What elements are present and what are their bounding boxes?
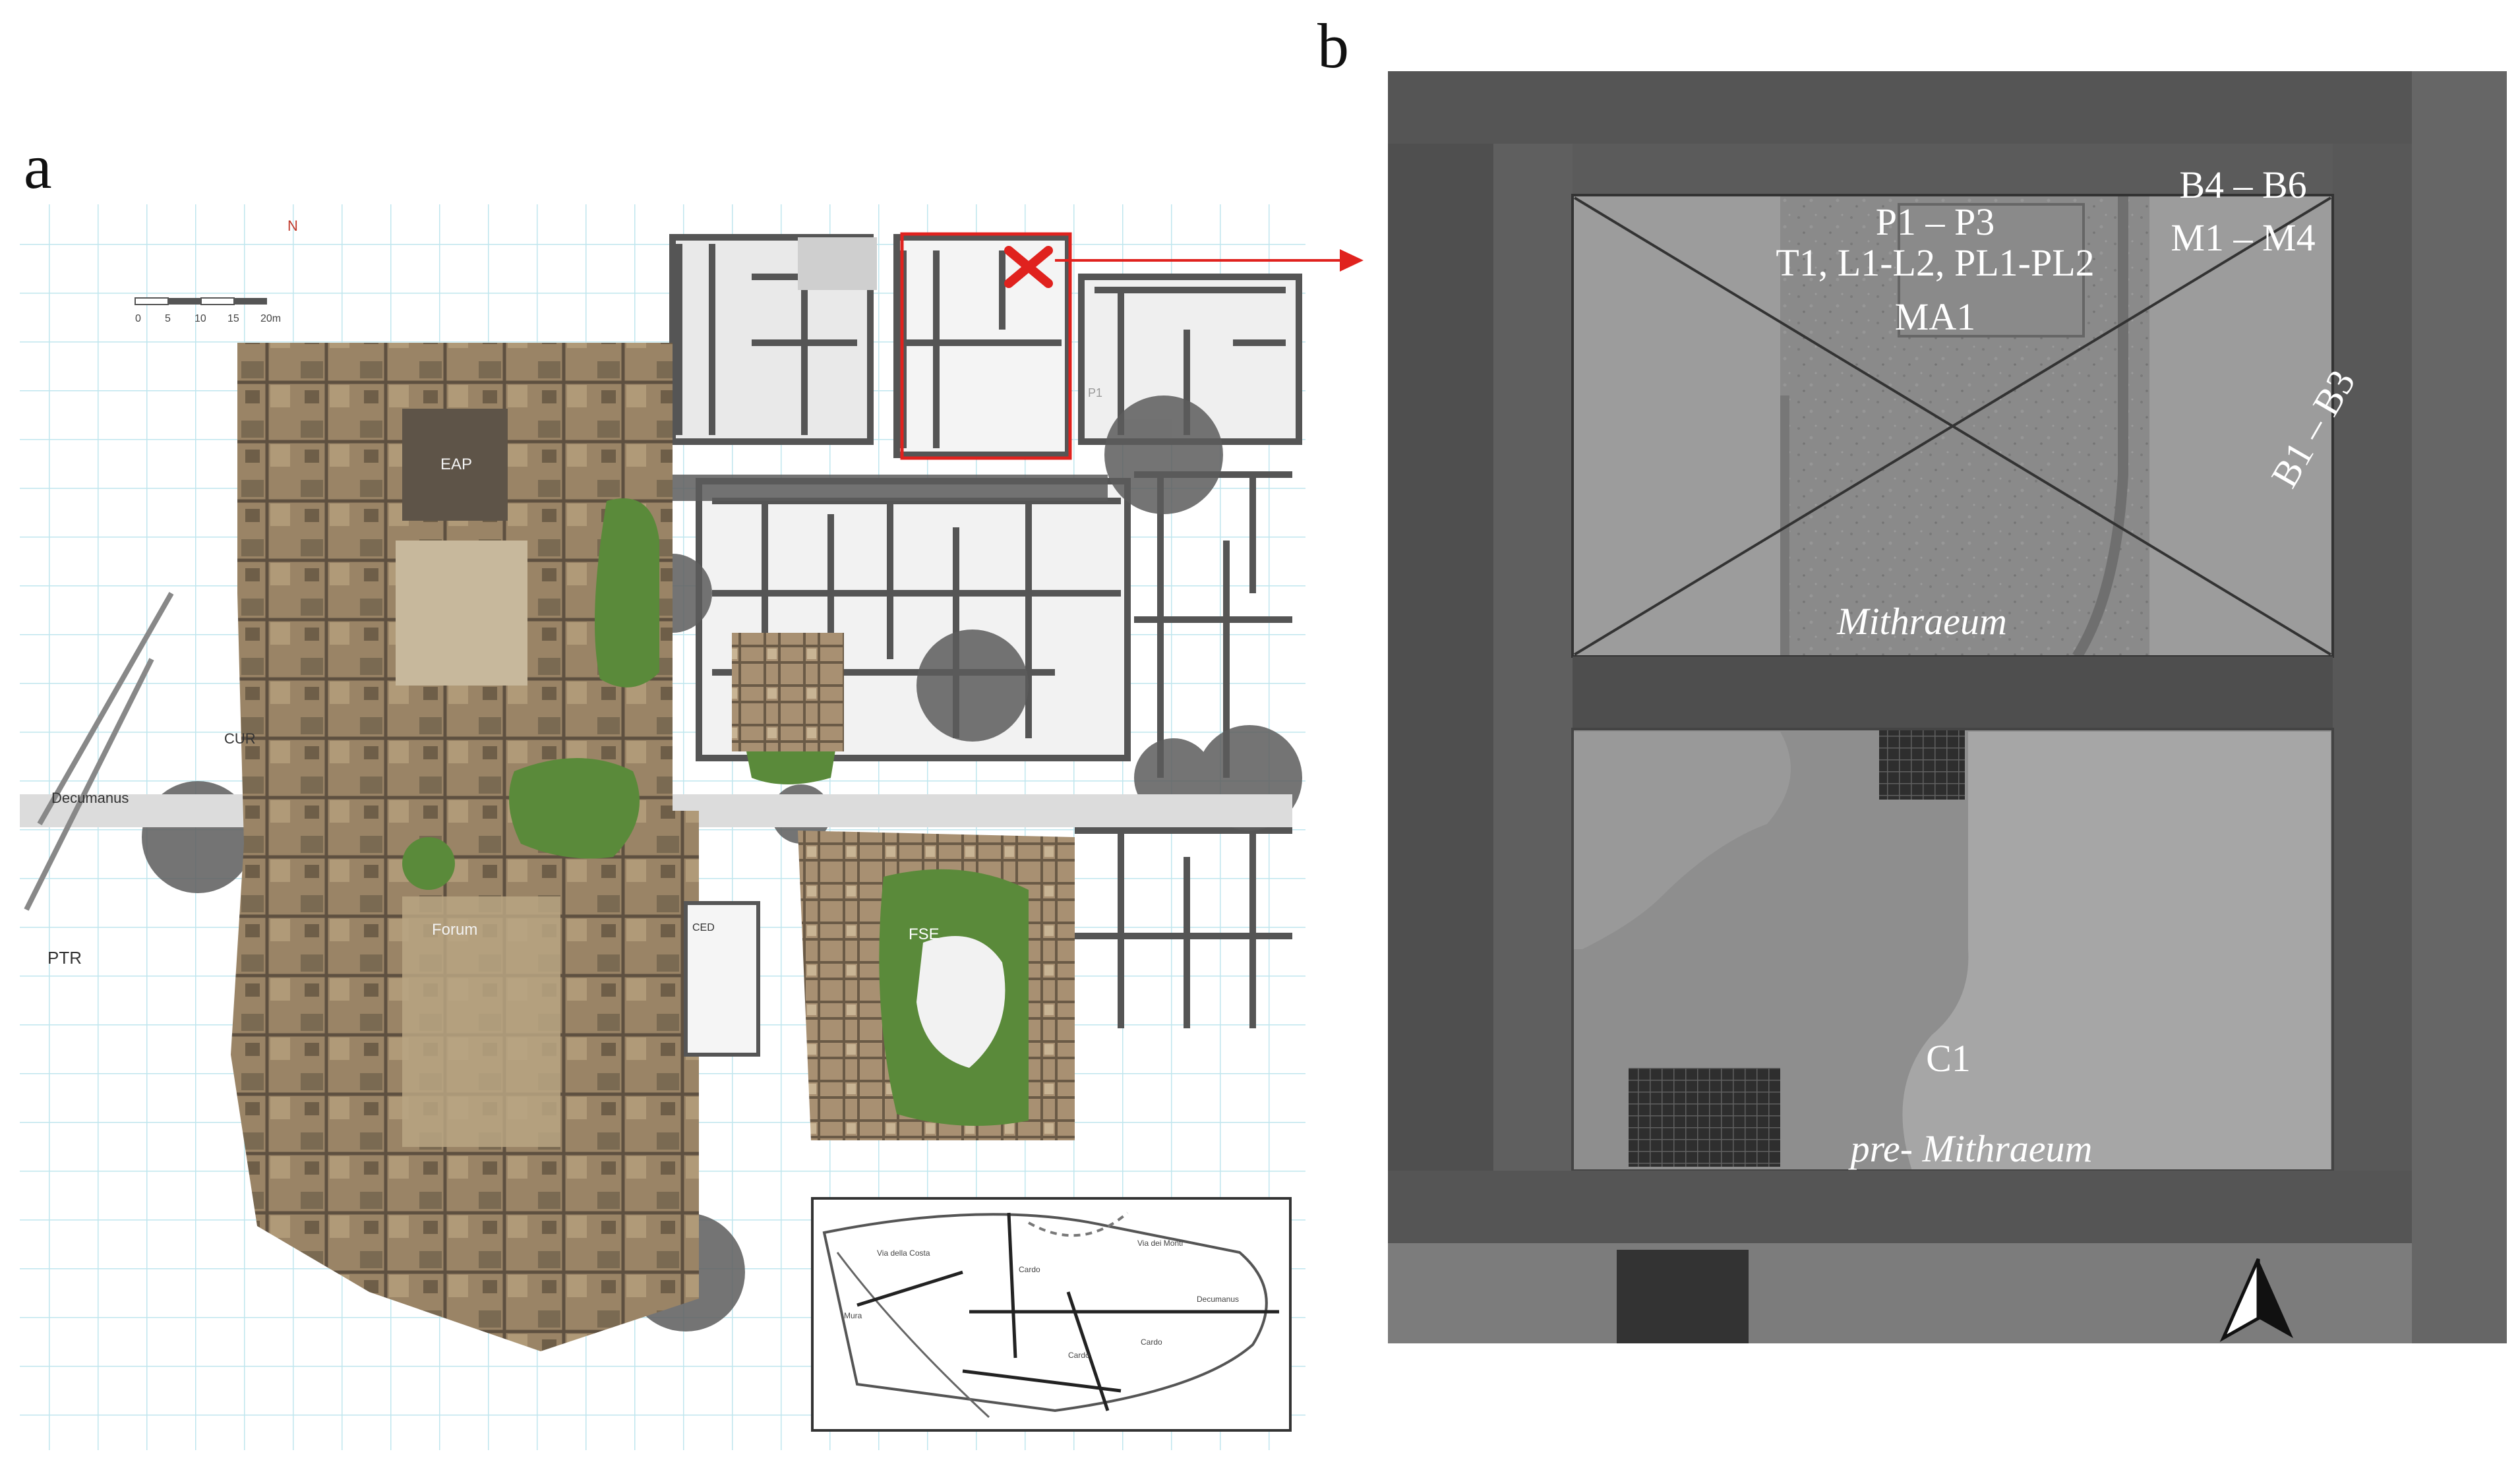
label-mithraeum: Mithraeum: [1836, 600, 2007, 643]
scale-tick-labels: 0 5 10 15 20m: [135, 313, 281, 324]
road-lines-left: [24, 592, 174, 911]
pre-mithraeum-light-area: [1902, 732, 2331, 1171]
panel-b-letter: b: [1317, 11, 1349, 81]
label-t1-pl2: T1, L1-L2, PL1-PL2: [1776, 241, 2094, 284]
label-cur: CUR: [224, 730, 256, 747]
label-forum: Forum: [432, 921, 477, 939]
orthophoto-forum: [231, 343, 699, 1351]
inset-label-1: Via dei Monti: [1137, 1239, 1183, 1248]
label-pre-mithraeum: pre- Mithraeum: [1848, 1127, 2093, 1170]
label-ced: CED: [692, 922, 715, 933]
inset-map: [811, 1197, 1292, 1432]
x-marker: [1004, 246, 1053, 288]
wall-top-inner: [1573, 144, 2333, 195]
drain-grate-top: [1879, 730, 1965, 800]
scale-tick-10: 10: [195, 313, 206, 324]
label-p1: P1: [1088, 386, 1102, 399]
panel-a-letter: a: [24, 131, 52, 202]
outer-wall-left: [1388, 144, 1493, 1251]
scale-tick-5: 5: [165, 313, 171, 324]
vegetation: [402, 498, 837, 890]
label-c1: C1: [1926, 1037, 1971, 1080]
outer-wall-right: [2412, 71, 2507, 1343]
outer-wall-top: [1388, 71, 2507, 144]
map-labels-a-dark: CUR Decumanus PTR CED P1: [47, 386, 1102, 968]
selection-box: [900, 232, 1072, 460]
inset-label-4: Cardo: [1068, 1351, 1090, 1360]
altar-area: [1898, 203, 2085, 337]
eap-block: [402, 409, 508, 521]
label-decumanus: Decumanus: [51, 790, 129, 806]
inset-label-3: Cardo: [1019, 1265, 1040, 1274]
scale-bar: [135, 297, 267, 305]
label-ma1: MA1: [1895, 295, 1975, 338]
label-eap: EAP: [440, 455, 472, 473]
room-cross-lines: [1573, 196, 2332, 656]
forum-open-area: [402, 896, 560, 1147]
label-p1-p3: P1 – P3: [1876, 200, 1995, 243]
label-m1-m4: M1 – M4: [2171, 216, 2315, 259]
courtyard-light: [396, 541, 527, 686]
inset-labels: Via dei Monti Decumanus Cardo Cardo Card…: [844, 1239, 1239, 1360]
fse-central-area: [916, 936, 1005, 1068]
label-b4-b6: B4 – B6: [2179, 163, 2306, 206]
label-ptr: PTR: [47, 948, 82, 968]
orthophoto-center: [732, 633, 844, 751]
scale-tick-15: 15: [227, 313, 239, 324]
inset-label-6: Mura: [844, 1311, 862, 1320]
north-label: N: [287, 218, 298, 234]
map-labels-a: EAP Forum FSE: [432, 455, 940, 943]
dividing-wall: [1573, 657, 2333, 729]
panel-b-plan: P1 – P3 T1, L1-L2, PL1-PL2 MA1 B4 – B6 M…: [1388, 71, 2507, 1343]
ced-block: [684, 901, 760, 1057]
lower-dark-block: [1617, 1250, 1749, 1343]
pre-mithraeum-left-area: [1573, 732, 1791, 949]
inset-label-5: Cardo: [1141, 1337, 1162, 1347]
north-arrow-icon: [2219, 1258, 2293, 1342]
panel-a-map: 0 5 10 15 20m N EAP Forum FSE CUR Decuma…: [20, 204, 1364, 1450]
inset-label-2: Decumanus: [1197, 1295, 1239, 1304]
wall-right: [2333, 144, 2412, 1251]
inset-label-7: Via della Costa: [877, 1248, 930, 1258]
scale-tick-0: 0: [135, 313, 141, 324]
mithraeum-apse: [2072, 195, 2128, 660]
wall-left-inner: [1493, 144, 1573, 1251]
scale-tick-20: 20m: [260, 313, 281, 324]
label-fse: FSE: [909, 925, 940, 943]
drain-grate-bottom: [1629, 1068, 1780, 1167]
pointer-arrow-head: [1340, 249, 1364, 272]
bottom-wall: [1388, 1171, 2412, 1243]
